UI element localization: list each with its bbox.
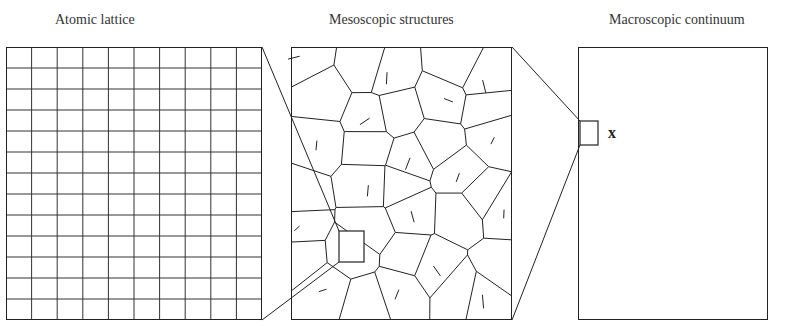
scale-panel: Mesoscopic structures <box>291 8 512 320</box>
position-label: x <box>608 124 616 142</box>
zoom-line <box>512 47 580 320</box>
grain-boundaries <box>291 47 512 320</box>
zoom-line <box>262 47 339 320</box>
panel-heading: Atomic lattice <box>55 12 135 28</box>
zoom-square <box>339 231 364 262</box>
scale-panel: Atomic lattice <box>6 8 262 320</box>
panel-heading: Mesoscopic structures <box>329 12 454 28</box>
zoom-square <box>580 121 598 145</box>
panel-frame <box>578 47 768 320</box>
scale-panel: Macroscopic continuum <box>578 8 768 320</box>
lattice-grid <box>6 47 262 320</box>
panel-frame <box>6 47 262 320</box>
dislocations <box>288 56 504 308</box>
panel-heading: Macroscopic continuum <box>609 12 745 28</box>
panel-frame <box>291 47 512 320</box>
